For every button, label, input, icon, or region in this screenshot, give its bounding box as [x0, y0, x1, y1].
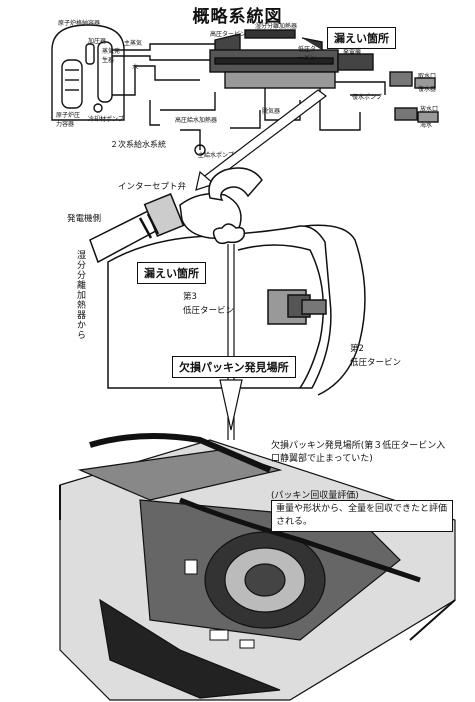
leak-callout-top: 漏えい箇所: [327, 27, 396, 49]
label-discharge: 放水口: [420, 106, 439, 113]
label-deaerator: 脱気器: [262, 108, 281, 115]
label-generator: 発電機: [343, 49, 362, 56]
label-containment: 原子炉格納容器: [58, 20, 101, 27]
steam-leak-puff: [212, 223, 246, 245]
label-pressurizer: 加圧器: [88, 38, 107, 45]
label-intercept-valve: インターセプト弁: [118, 182, 187, 192]
generator: [337, 53, 374, 71]
label-condensate-pump: 復水ポンプ: [352, 94, 382, 101]
note-recovery-body: 重量や形状から、全量を回収できたと評価される。: [271, 500, 453, 532]
label-steam-generator: 蒸気発生器: [102, 48, 121, 64]
label-feed-pump: 主給水ポンプ: [198, 152, 234, 159]
label-condenser-water: 復水器: [418, 86, 437, 93]
page-title: 概略系統図: [192, 7, 283, 27]
gasket-pointer-arrow: [219, 379, 243, 431]
label-generator-side: 発電機側: [67, 214, 102, 224]
label-main-steam: 主蒸気: [124, 40, 143, 47]
steam-generator: [97, 41, 113, 103]
containment-vessel: [51, 24, 125, 121]
label-lp-turbine: 低圧タービン: [298, 46, 317, 62]
missing-gasket-callout: 欠損パッキン発見場所: [172, 356, 296, 378]
label-hp-turbine: 高圧タービン: [210, 31, 247, 38]
coolant-pump-icon: [93, 103, 103, 113]
leak-pointer-arrow: [201, 89, 327, 186]
label-secondary-feed: ２次系給水系統: [110, 140, 166, 149]
note-found-location: 欠損パッキン発見場所(第３低圧タービン入口静翼部で止まっていた): [271, 441, 446, 464]
label-from-msr: 湿分分離加熱器から: [75, 250, 85, 340]
label-lp3-turbine: 第3 低圧タービン: [183, 292, 235, 316]
label-coolant-pump: 冷却材ポンプ: [88, 116, 124, 123]
leak-callout-mid: 漏えい箇所: [137, 262, 206, 284]
pressurizer: [85, 43, 95, 65]
label-sea: 海水: [420, 122, 433, 129]
note-recovery-title: (パッキン回収量評価): [271, 491, 359, 501]
label-msr: 湿分分離加熱器: [255, 23, 298, 30]
label-water: 水: [132, 64, 139, 71]
reactor-vessel: [61, 59, 83, 109]
label-intake: 取水口: [418, 73, 437, 80]
label-lp2-turbine: 第2 低圧タービン: [350, 344, 402, 368]
label-reactor-vessel: 原子炉圧力容器: [56, 112, 81, 128]
label-hp-heater: 高圧給水加熱器: [175, 117, 218, 124]
